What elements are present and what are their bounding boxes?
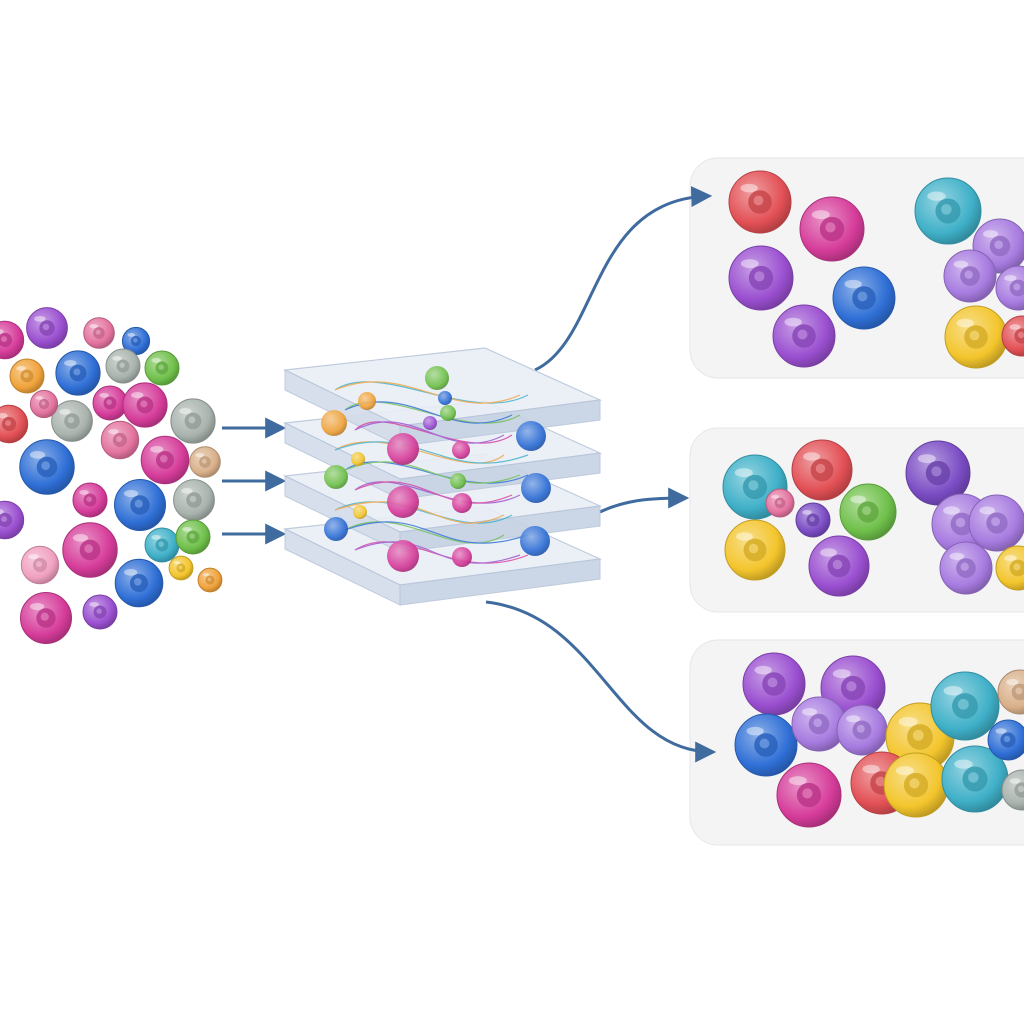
network-node [520, 526, 550, 556]
output-cell [742, 652, 806, 716]
input-cell [197, 567, 223, 593]
network-node [324, 517, 348, 541]
output-cell [941, 745, 1009, 813]
input-cell [122, 382, 168, 428]
output-cell [795, 502, 831, 538]
input-cell [72, 482, 108, 518]
input-cell [189, 446, 221, 478]
output-arrows [485, 186, 717, 763]
network-node [516, 421, 546, 451]
input-cell [168, 555, 194, 581]
input-cell [82, 594, 118, 630]
network-node [387, 433, 419, 465]
input-cell [55, 350, 101, 396]
network-node [438, 391, 452, 405]
output-cell [734, 713, 798, 777]
input-cell [144, 527, 180, 563]
network-nodes [321, 366, 551, 572]
output-cell [943, 249, 997, 303]
output-cell [987, 719, 1024, 761]
input-cell [140, 435, 190, 485]
network-node [452, 547, 472, 567]
input-cell [144, 350, 180, 386]
model-layer-stack [282, 347, 603, 606]
network-node [387, 540, 419, 572]
output-cell [905, 440, 971, 506]
input-cell [20, 545, 60, 585]
output-cell [728, 245, 794, 311]
network-node [423, 416, 437, 430]
output-cell [772, 304, 836, 368]
output-group-1 [728, 170, 1024, 369]
network-node [321, 410, 347, 436]
output-cell [914, 177, 982, 245]
output-cell-groups [722, 170, 1024, 828]
output-group-3 [734, 652, 1024, 828]
output-cell [724, 519, 786, 581]
output-cell [765, 488, 795, 518]
output-cell [1001, 315, 1024, 357]
output-cell [728, 170, 792, 234]
input-cell [0, 404, 29, 444]
input-cell [92, 385, 128, 421]
output-cell [808, 535, 870, 597]
output-arrow-top [534, 186, 713, 372]
input-cell [26, 307, 68, 349]
input-cell [9, 358, 45, 394]
output-cell [930, 671, 1000, 741]
output-cell [968, 494, 1024, 552]
output-cell [839, 483, 897, 541]
network-node [351, 452, 365, 466]
network-node [452, 441, 470, 459]
input-cell [62, 522, 118, 578]
network-node [324, 465, 348, 489]
output-arrow-bottom [485, 600, 717, 763]
input-cell [29, 389, 59, 419]
output-group-2 [722, 439, 1024, 597]
input-cell [51, 400, 93, 442]
input-cell [175, 519, 211, 555]
output-cell [944, 305, 1008, 369]
network-connections [334, 381, 529, 564]
input-cell [83, 317, 115, 349]
input-arrows [222, 417, 287, 545]
network-node [358, 392, 376, 410]
output-cell [939, 541, 993, 595]
network-node [425, 366, 449, 390]
output-cell [776, 762, 842, 828]
input-cell [105, 348, 141, 384]
input-cell [173, 479, 215, 521]
network-node [521, 473, 551, 503]
input-cell [19, 439, 75, 495]
output-cell [883, 752, 949, 818]
network-node [440, 405, 456, 421]
input-cell [114, 479, 166, 531]
input-cell [100, 420, 140, 460]
input-cell [20, 592, 72, 644]
network-node [450, 473, 466, 489]
network-node [353, 505, 367, 519]
output-cell [791, 439, 853, 501]
output-cell [799, 196, 865, 262]
output-cell [832, 266, 896, 330]
network-node [387, 486, 419, 518]
input-cell [0, 500, 25, 540]
output-arrow-middle [599, 487, 690, 514]
network-node [452, 493, 472, 513]
input-cell [114, 558, 164, 608]
output-cell [995, 545, 1024, 591]
output-cell [995, 265, 1024, 311]
input-cell-cluster [0, 307, 223, 644]
output-cell [1001, 769, 1024, 811]
input-cell [0, 320, 25, 360]
output-cell [997, 669, 1024, 715]
output-cell [836, 704, 888, 756]
input-cell [170, 398, 216, 444]
